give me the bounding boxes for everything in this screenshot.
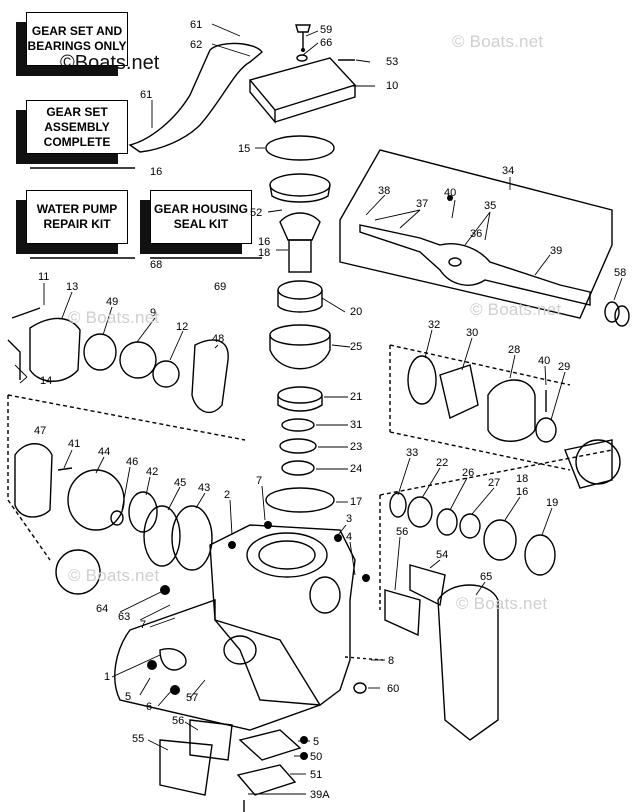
watermark: © Boats.net bbox=[452, 32, 544, 51]
callout-12: 12 bbox=[176, 321, 188, 333]
callout-64: 63 bbox=[118, 611, 130, 623]
watermark: © Boats.net bbox=[68, 566, 160, 585]
callout-20: 20 bbox=[350, 306, 362, 318]
callout-4: 4 bbox=[346, 531, 352, 543]
callout-52: 51 bbox=[310, 769, 322, 781]
callout-60: 59 bbox=[320, 24, 332, 36]
callout-22: 22 bbox=[436, 457, 448, 469]
callout-38: 38 bbox=[378, 185, 390, 197]
callout-49: 48 bbox=[212, 333, 224, 345]
kit-box-label: GEAR SET AND BEARINGS ONLY bbox=[27, 24, 127, 53]
callout-47: 46 bbox=[126, 456, 138, 468]
callout-8: 8 bbox=[388, 655, 394, 667]
callout-18: 18 bbox=[258, 247, 270, 259]
callout-63: 62 bbox=[190, 39, 202, 51]
callout-10: 10 bbox=[386, 80, 398, 92]
callout-29: 29 bbox=[558, 361, 570, 373]
callout-1: 1 bbox=[104, 671, 110, 683]
kit-box-seal-kit: GEAR HOUSING SEAL KIT bbox=[150, 190, 252, 244]
callout-42: 41 bbox=[68, 438, 80, 450]
callout-50: 49 bbox=[106, 296, 118, 308]
callout-16b: 16 bbox=[516, 486, 528, 498]
callout-17: 17 bbox=[350, 496, 362, 508]
callout-61: 60 bbox=[387, 683, 399, 695]
callout-45: 44 bbox=[98, 446, 110, 458]
callout-11: 11 bbox=[38, 271, 49, 283]
callout-23: 23 bbox=[350, 441, 362, 453]
callout-58: 57 bbox=[186, 692, 198, 704]
callout-5: 5 bbox=[125, 691, 131, 703]
watermark-dark-symbol: © bbox=[60, 52, 75, 74]
callout-35: 35 bbox=[484, 200, 496, 212]
callout-43: 42 bbox=[146, 466, 158, 478]
callout-40: 39A bbox=[310, 789, 330, 801]
callout-31: 31 bbox=[350, 419, 362, 431]
callout-37: 37 bbox=[416, 198, 428, 210]
callout-54: 53 bbox=[386, 56, 398, 68]
callout-44: 43 bbox=[198, 482, 210, 494]
callout-18b: 18 bbox=[516, 473, 528, 485]
callout-36: 36 bbox=[470, 228, 482, 240]
watermark-dark-label: Boats.net bbox=[74, 52, 160, 74]
callout-68: 68 bbox=[150, 259, 162, 271]
callout-53: 52 bbox=[250, 207, 262, 219]
kit-box-gear-set-assembly: GEAR SET ASSEMBLY COMPLETE bbox=[26, 100, 128, 154]
callout-41: 40 bbox=[538, 355, 550, 367]
callout-55: 54 bbox=[436, 549, 448, 561]
callout-labels: 61 62 61 59 66 53 10 15 52 16 18 20 25 2… bbox=[34, 19, 626, 801]
kit-box-gear-set-bearings: GEAR SET AND BEARINGS ONLY bbox=[26, 12, 128, 66]
callout-5b: 5 bbox=[313, 736, 319, 748]
callout-51: 50 bbox=[310, 751, 322, 763]
callout-57: 56 bbox=[396, 526, 408, 538]
callout-21: 21 bbox=[350, 391, 362, 403]
callout-34: 34 bbox=[502, 165, 514, 177]
callout-14: 14 bbox=[40, 375, 52, 387]
callout-2: 2 bbox=[224, 489, 230, 501]
callout-69: 69 bbox=[214, 281, 226, 293]
callout-67: 66 bbox=[320, 37, 332, 49]
watermark: © Boats.net bbox=[456, 594, 548, 613]
callout-7b: 7 bbox=[140, 619, 146, 631]
callout-59: 58 bbox=[614, 267, 626, 279]
callout-15: 15 bbox=[238, 143, 250, 155]
callout-16-kit: 16 bbox=[150, 166, 162, 178]
callout-6: 6 bbox=[146, 701, 152, 713]
callout-39a: 40 bbox=[444, 187, 456, 199]
callout-7: 7 bbox=[256, 475, 262, 487]
callout-62: 61 bbox=[190, 19, 202, 31]
callout-24: 24 bbox=[350, 463, 362, 475]
callout-39: 39 bbox=[550, 245, 562, 257]
kit-box-label: GEAR HOUSING SEAL KIT bbox=[153, 202, 248, 231]
watermark: © Boats.net bbox=[470, 300, 562, 319]
callout-25: 25 bbox=[350, 341, 362, 353]
kit-box-label: WATER PUMP REPAIR KIT bbox=[36, 202, 118, 231]
callout-57b: 56 bbox=[172, 715, 184, 727]
callout-16: 16 bbox=[258, 236, 270, 248]
watermark-dark: ©Boats.net bbox=[60, 52, 159, 75]
callout-46: 45 bbox=[174, 477, 186, 489]
callout-28: 28 bbox=[508, 344, 520, 356]
callout-19: 19 bbox=[546, 497, 558, 509]
callout-13: 13 bbox=[66, 281, 78, 293]
callout-56: 55 bbox=[132, 733, 144, 745]
kit-box-label: GEAR SET ASSEMBLY COMPLETE bbox=[43, 104, 111, 149]
callout-66: 65 bbox=[480, 571, 492, 583]
callout-9: 9 bbox=[150, 307, 156, 319]
callout-62b: 61 bbox=[140, 89, 152, 101]
callout-30: 30 bbox=[466, 327, 478, 339]
callout-32: 32 bbox=[428, 319, 440, 331]
kit-box-water-pump: WATER PUMP REPAIR KIT bbox=[26, 190, 128, 244]
callout-27: 27 bbox=[488, 477, 500, 489]
watermark: © Boats.net bbox=[68, 308, 160, 327]
callout-33: 33 bbox=[406, 447, 418, 459]
callout-65: 64 bbox=[96, 603, 108, 615]
callout-3: 3 bbox=[346, 513, 352, 525]
callout-48: 47 bbox=[34, 425, 46, 437]
callout-26: 26 bbox=[462, 467, 474, 479]
